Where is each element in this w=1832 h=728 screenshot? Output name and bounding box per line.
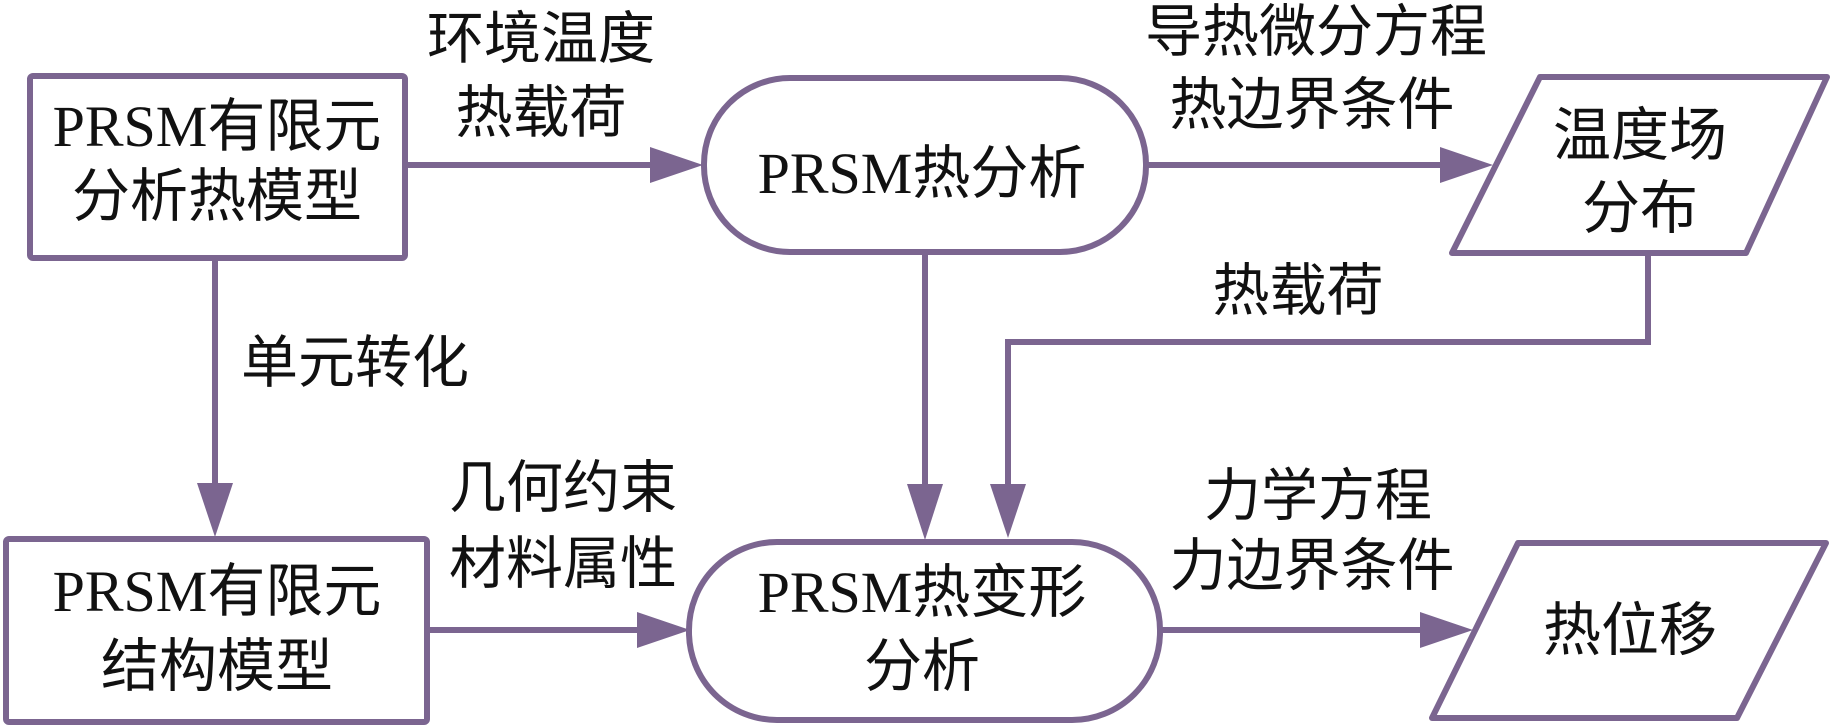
node-thermal-deformation[interactable]: PRSM热变形 分析 bbox=[686, 539, 1163, 723]
edge-label-force-bc: 力边界条件 bbox=[1170, 535, 1455, 598]
edge-label-mechanics-eq: 力学方程 bbox=[1204, 465, 1432, 528]
arrowhead-icon bbox=[1420, 612, 1473, 648]
nodes: PRSM有限元 分析热模型 PRSM热分析 温度场 分布 PRSM有限元 结构模… bbox=[3, 73, 1830, 725]
edge-label-heat-conduction-eq: 导热微分方程 bbox=[1145, 1, 1487, 64]
rounded-shape bbox=[686, 539, 1163, 723]
edge-label-element-conversion: 单元转化 bbox=[241, 332, 469, 395]
node-thermal-model[interactable]: PRSM有限元 分析热模型 bbox=[27, 73, 408, 261]
rectangle-shape bbox=[3, 536, 430, 725]
parallelogram-shape bbox=[1429, 540, 1829, 721]
node-label-line: 热位移 bbox=[1543, 598, 1717, 663]
edge-label-geometric-constraint: 几何约束 bbox=[449, 457, 677, 520]
edge-field-to-deformation bbox=[990, 254, 1651, 538]
rounded-shape bbox=[701, 75, 1149, 255]
node-label-line: PRSM有限元 bbox=[53, 94, 382, 159]
arrowhead-icon bbox=[637, 612, 690, 648]
edge-label-env-temp: 环境温度 bbox=[427, 8, 655, 71]
arrowhead-icon bbox=[650, 147, 703, 183]
edge-model-to-analysis bbox=[405, 147, 703, 183]
node-label-line: PRSM有限元 bbox=[53, 559, 382, 624]
node-label-line: 温度场 bbox=[1553, 103, 1727, 168]
edge-label-feedback-heat-load: 热载荷 bbox=[1213, 260, 1384, 323]
edge-model-to-structural bbox=[197, 258, 233, 537]
rectangle-shape bbox=[27, 73, 408, 261]
edge-structural-to-deformation bbox=[427, 612, 690, 648]
node-thermal-analysis[interactable]: PRSM热分析 bbox=[701, 75, 1149, 255]
node-temperature-field[interactable]: 温度场 分布 bbox=[1449, 74, 1830, 256]
node-label-line: 分析热模型 bbox=[72, 164, 362, 229]
edge-line bbox=[1005, 254, 1651, 486]
node-thermal-displacement[interactable]: 热位移 bbox=[1429, 540, 1829, 721]
arrowhead-icon bbox=[1440, 147, 1493, 183]
parallelogram-shape bbox=[1449, 74, 1830, 256]
edge-label-material-property: 材料属性 bbox=[449, 533, 677, 596]
arrowhead-icon bbox=[907, 484, 943, 540]
edge-deformation-to-displacement bbox=[1160, 612, 1473, 648]
node-label-line: 分布 bbox=[1582, 176, 1698, 241]
node-label-line: PRSM热变形 bbox=[758, 560, 1087, 625]
node-label-line: 结构模型 bbox=[101, 634, 333, 699]
edge-label-thermal-bc: 热边界条件 bbox=[1170, 74, 1455, 137]
arrowhead-icon bbox=[990, 484, 1026, 538]
node-structural-model[interactable]: PRSM有限元 结构模型 bbox=[3, 536, 430, 725]
arrowhead-icon bbox=[197, 483, 233, 537]
edge-label-heat-load: 热载荷 bbox=[456, 82, 627, 145]
edge-analysis-to-deformation bbox=[907, 253, 943, 540]
node-label-line: 分析 bbox=[864, 634, 980, 699]
edge-labels: 环境温度 热载荷 导热微分方程 热边界条件 热载荷 单元转化 几何约束 材料属性… bbox=[241, 1, 1487, 598]
edge-analysis-to-field bbox=[1147, 147, 1493, 183]
node-label-line: PRSM热分析 bbox=[758, 141, 1087, 206]
edges bbox=[197, 147, 1651, 648]
